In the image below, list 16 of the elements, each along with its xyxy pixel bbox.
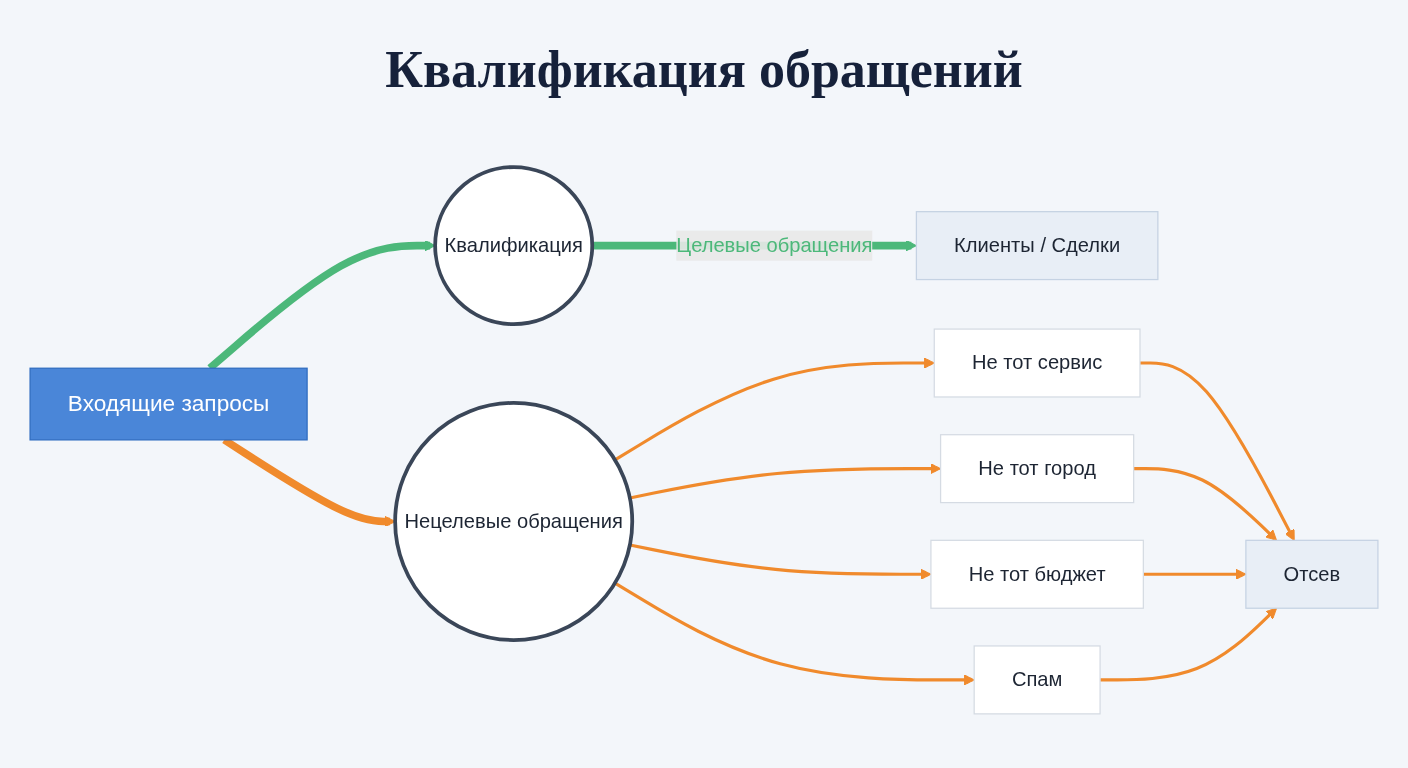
node-box: Входящие запросы <box>29 367 308 441</box>
edge-label: Целевые обращения <box>676 233 873 256</box>
arrow <box>1133 466 1278 541</box>
arrow <box>1100 607 1278 681</box>
node-circle: Квалификация <box>433 164 595 326</box>
node-box: Не тот город <box>939 433 1135 503</box>
node-circle: Нецелевые обращения <box>393 400 635 642</box>
node-box: Не тот сервис <box>933 328 1141 398</box>
title: Квалификация обращений <box>384 40 1024 100</box>
arrow <box>614 581 975 685</box>
node-box: Спам <box>973 644 1101 714</box>
node-box: Не тот бюджет <box>930 539 1144 609</box>
node-box: Клиенты / Сделки <box>915 210 1159 280</box>
arrow <box>614 357 935 461</box>
arrow <box>1140 361 1295 541</box>
node-box: Отсев <box>1245 539 1379 609</box>
